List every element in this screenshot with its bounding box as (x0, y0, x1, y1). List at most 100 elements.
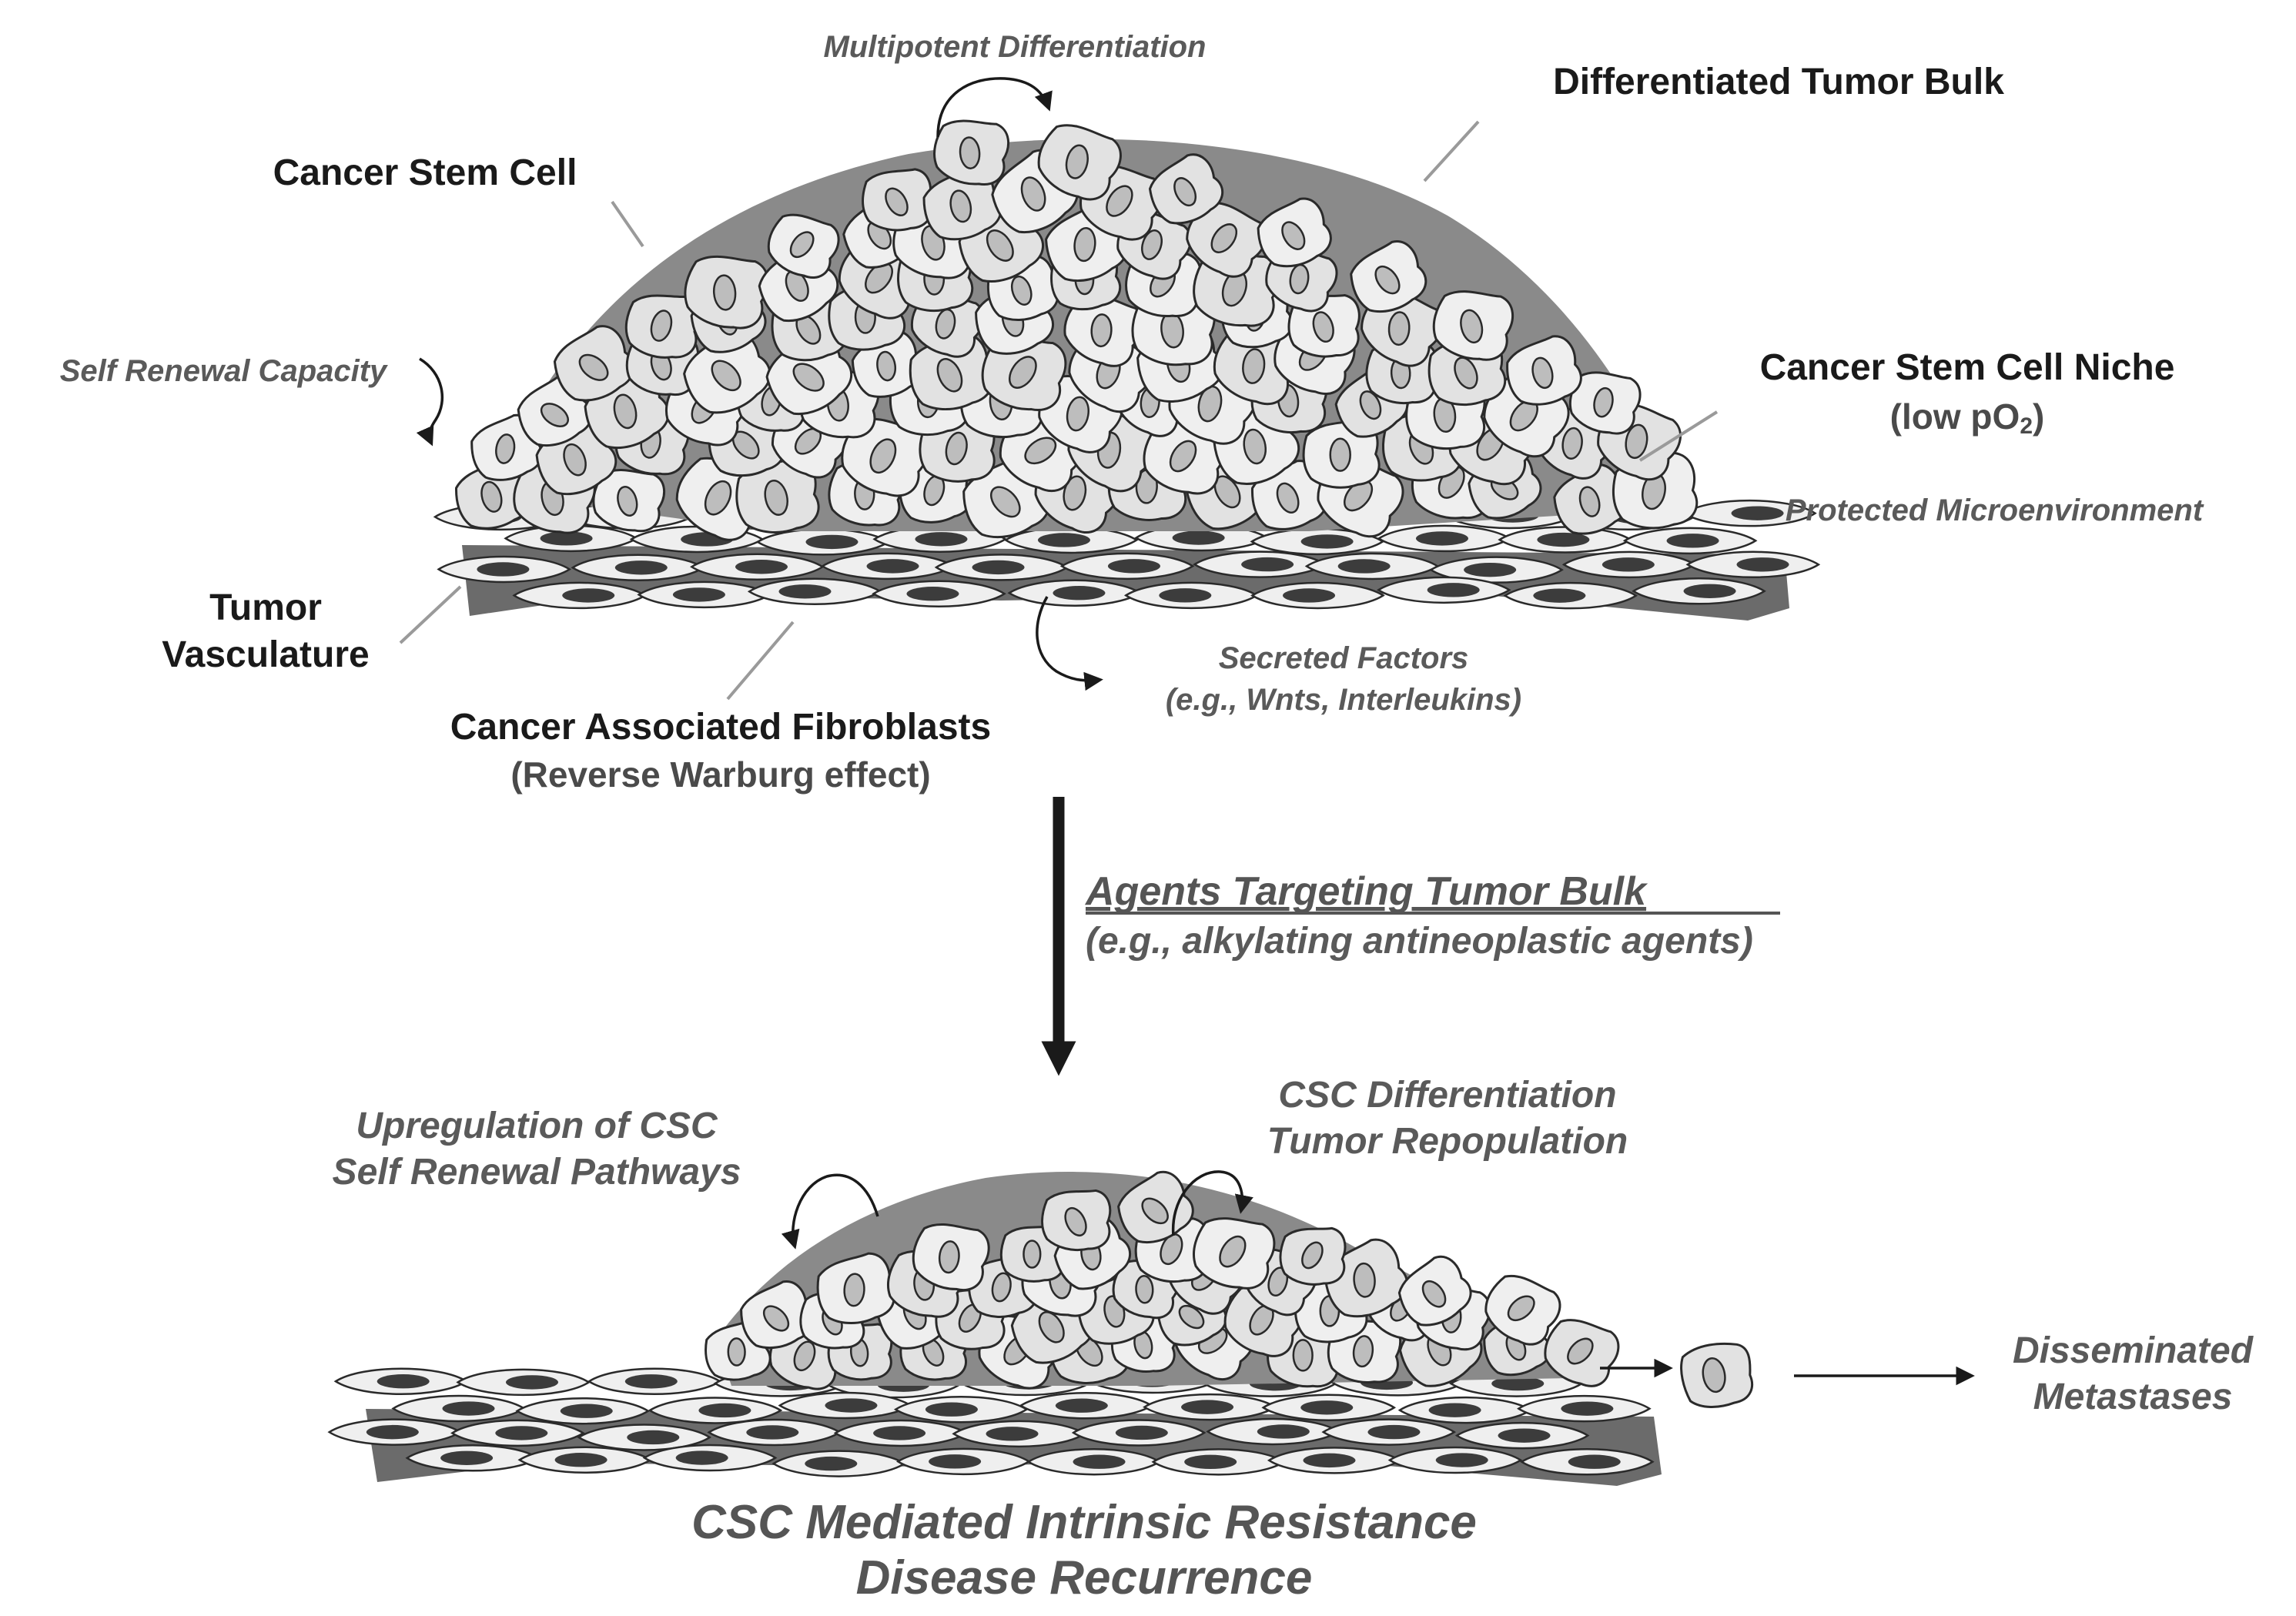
fibroblast-cell (1454, 1421, 1590, 1450)
fibroblast-cell (747, 577, 882, 606)
leader-csc-niche (1638, 410, 1719, 462)
tumor-cell (767, 213, 840, 279)
tumor-cell (1186, 202, 1267, 278)
label-csc-niche-sub: (low pO2) (1890, 396, 2045, 439)
tumor-cell (912, 1223, 990, 1292)
fibroblast-cell (1071, 1419, 1207, 1447)
tumor-cell (1506, 335, 1582, 406)
fibroblast-cell (1143, 1393, 1277, 1421)
label-caf-1: Cancer Associated Fibroblasts (450, 707, 991, 748)
fibroblast-cell (1304, 552, 1440, 580)
disseminating-cell (1680, 1342, 1754, 1408)
fibroblast-cell (587, 1367, 722, 1396)
tumor-cell (1484, 1274, 1561, 1346)
fibroblast-cell (1520, 1447, 1655, 1476)
label-protected-microenvironment: Protected Microenvironment (1786, 493, 2204, 527)
fibroblast-cell (515, 1397, 651, 1425)
label-upregulation-2: Self Renewal Pathways (333, 1152, 741, 1193)
fibroblast-cell (1003, 526, 1139, 554)
leader-differentiated-bulk (1423, 120, 1480, 182)
fibroblast-cell (872, 580, 1006, 607)
fibroblast-cell (1682, 499, 1817, 527)
tumor-cell (1037, 124, 1122, 201)
label-upregulation-1: Upregulation of CSC (356, 1106, 718, 1146)
tumor-cell (684, 255, 769, 330)
fibroblast-cell (1387, 1446, 1523, 1474)
bottom-fibroblast-layer (327, 1366, 1655, 1477)
fibroblast-cell (327, 1418, 463, 1446)
arrow-secreted-factors (1036, 596, 1103, 691)
arrow-csc-diff (1171, 1170, 1253, 1236)
tumor-cell (862, 168, 932, 232)
fibroblast-cell (1517, 1394, 1652, 1423)
tumor-cell (1193, 252, 1280, 327)
fibroblast-cell (571, 554, 706, 582)
label-disseminated-2: Metastases (2033, 1377, 2233, 1417)
tumor-cell (1397, 1255, 1472, 1327)
bottom-tumor (327, 1170, 1754, 1486)
fibroblast-cell (755, 528, 891, 556)
fibroblast-cell (872, 525, 1007, 554)
fibroblast-cell (1007, 579, 1143, 607)
bottom-tumor-cells (705, 1170, 1620, 1390)
label-multipotent-differentiation: Multipotent Differentiation (824, 30, 1207, 64)
fibroblast-cell (642, 1444, 778, 1472)
label-agents-title: Agents Targeting Tumor Bulk (1084, 869, 1648, 914)
fibroblast-cell (648, 1397, 783, 1424)
tumor-cell (1553, 463, 1629, 535)
curved-arrows (416, 77, 1253, 1250)
label-disseminated-1: Disseminated (2013, 1330, 2254, 1371)
tumor-cell (683, 330, 771, 414)
fibroblast-cell (1059, 552, 1195, 580)
label-csc-diff-2: Tumor Repopulation (1267, 1121, 1628, 1162)
fibroblast-cell (1397, 1396, 1533, 1424)
label-cancer-stem-cell: Cancer Stem Cell (273, 152, 577, 193)
fibroblast-cell (1206, 1417, 1340, 1446)
label-resistance-1: CSC Mediated Intrinsic Resistance (691, 1496, 1477, 1549)
fibroblast-cell (707, 1418, 842, 1447)
tumor-cell (922, 166, 1002, 241)
tumor-cell (1148, 153, 1224, 225)
tumor-cell (1041, 1189, 1112, 1252)
fibroblast-cell (1685, 550, 1821, 579)
label-secreted-factors-2: (e.g., Wnts, Interleukins) (1166, 683, 1521, 717)
fibroblast-cell (778, 1391, 913, 1420)
fibroblast-cell (934, 554, 1069, 581)
leader-fibroblasts (726, 621, 795, 701)
arrow-upregulation (781, 1173, 879, 1250)
fibroblast-cell (1376, 576, 1511, 604)
tumor-cell (1544, 1319, 1620, 1387)
label-self-renewal-capacity: Self Renewal Capacity (60, 354, 388, 388)
tumor-cell (1350, 240, 1427, 313)
straight-arrows (1041, 797, 1975, 1386)
fibroblast-cell (1321, 1418, 1457, 1446)
label-csc-niche-sub-prefix: (low pO (1890, 396, 2020, 437)
fibroblast-cell (1123, 581, 1259, 610)
tumor-cell (553, 325, 635, 402)
label-agents-sub: (e.g., alkylating antineoplastic agents) (1086, 921, 1753, 962)
leader-cancer-stem-cell (611, 200, 644, 248)
label-tumor-vasculature-1: Tumor (209, 587, 322, 628)
fibroblast-cell (1261, 1394, 1397, 1422)
label-tumor-vasculature-2: Vasculature (162, 634, 369, 675)
tumor-cell (1324, 1238, 1409, 1318)
fibroblast-cell (1498, 526, 1632, 554)
label-csc-niche-sub-suffix: ) (2033, 396, 2044, 437)
tumor-cell (624, 294, 700, 359)
arrow-self-renewal (416, 357, 444, 447)
label-csc-diff-1: CSC Differentiation (1278, 1075, 1616, 1116)
label-differentiated-tumor-bulk: Differentiated Tumor Bulk (1553, 62, 2004, 102)
fibroblast-cell (893, 1395, 1029, 1424)
label-csc-niche-sub-subscript: 2 (2020, 413, 2033, 439)
fibroblast-cell (450, 1419, 585, 1447)
tumor-cell (1432, 290, 1514, 361)
tumor-cell (841, 417, 930, 497)
tumor-cell (1063, 293, 1145, 367)
tumor-cell (1279, 1226, 1347, 1286)
top-tumor (433, 119, 1821, 621)
leader-tumor-vasculature (399, 585, 462, 644)
fibroblast-cell (1019, 1391, 1154, 1420)
label-csc-niche: Cancer Stem Cell Niche (1760, 347, 2175, 388)
fibroblast-cell (1377, 524, 1512, 553)
